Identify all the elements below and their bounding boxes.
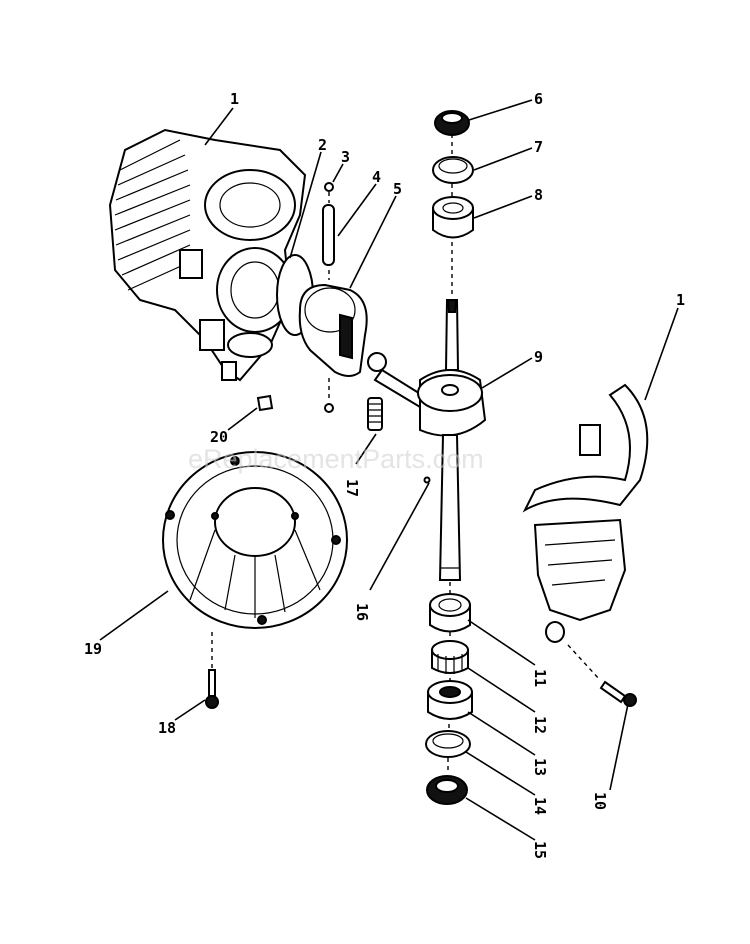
crankcase-cover — [162, 451, 348, 629]
watermark: eReplacementParts.com — [188, 444, 484, 474]
callout-2: 2 — [318, 136, 327, 154]
callout-14: 14 — [531, 797, 549, 815]
needle-bearing-small — [367, 397, 383, 431]
needle-bearing-lower — [431, 640, 469, 674]
bearing-race-lower — [425, 730, 471, 758]
callout-19: 19 — [84, 640, 102, 658]
callout-20: 20 — [210, 428, 228, 446]
callout-18: 18 — [158, 719, 176, 737]
ball-bearing-top — [432, 196, 474, 239]
callout-9: 9 — [534, 348, 543, 366]
callout-11: 11 — [531, 669, 549, 687]
callout-4: 4 — [372, 168, 381, 186]
callout-1-top: 1 — [230, 90, 239, 108]
oil-seal-lower — [426, 775, 468, 805]
connecting-rod — [367, 352, 432, 412]
bearing-race-top — [432, 156, 474, 184]
leader-lines — [99, 99, 679, 841]
crankshaft-pin — [423, 476, 431, 484]
callout-8: 8 — [534, 186, 543, 204]
cylinder-block — [108, 128, 307, 382]
bolt — [599, 680, 637, 707]
piston — [298, 283, 368, 377]
wrist-pin-retainer-bottom — [324, 403, 334, 413]
callout-15: 15 — [531, 841, 549, 859]
callout-1-right: 1 — [676, 291, 685, 309]
wrist-pin-retainer-top — [324, 182, 334, 192]
callout-16: 16 — [353, 603, 371, 621]
callout-12: 12 — [531, 716, 549, 734]
callout-10: 10 — [591, 792, 609, 810]
callout-17: 17 — [343, 479, 361, 497]
bearing-lower-2 — [427, 680, 473, 720]
oil-seal-top — [434, 110, 470, 136]
screw — [205, 669, 219, 709]
callout-5: 5 — [393, 180, 402, 198]
wrist-pin — [322, 204, 335, 266]
crankshaft — [417, 299, 487, 581]
crankcase-half — [522, 383, 649, 643]
key — [256, 394, 274, 412]
callout-6: 6 — [534, 90, 543, 108]
callout-7: 7 — [534, 138, 543, 156]
ball-bearing-lower — [429, 593, 471, 633]
callout-13: 13 — [531, 758, 549, 776]
assembly-centerlines — [211, 134, 601, 774]
callout-3: 3 — [341, 148, 350, 166]
